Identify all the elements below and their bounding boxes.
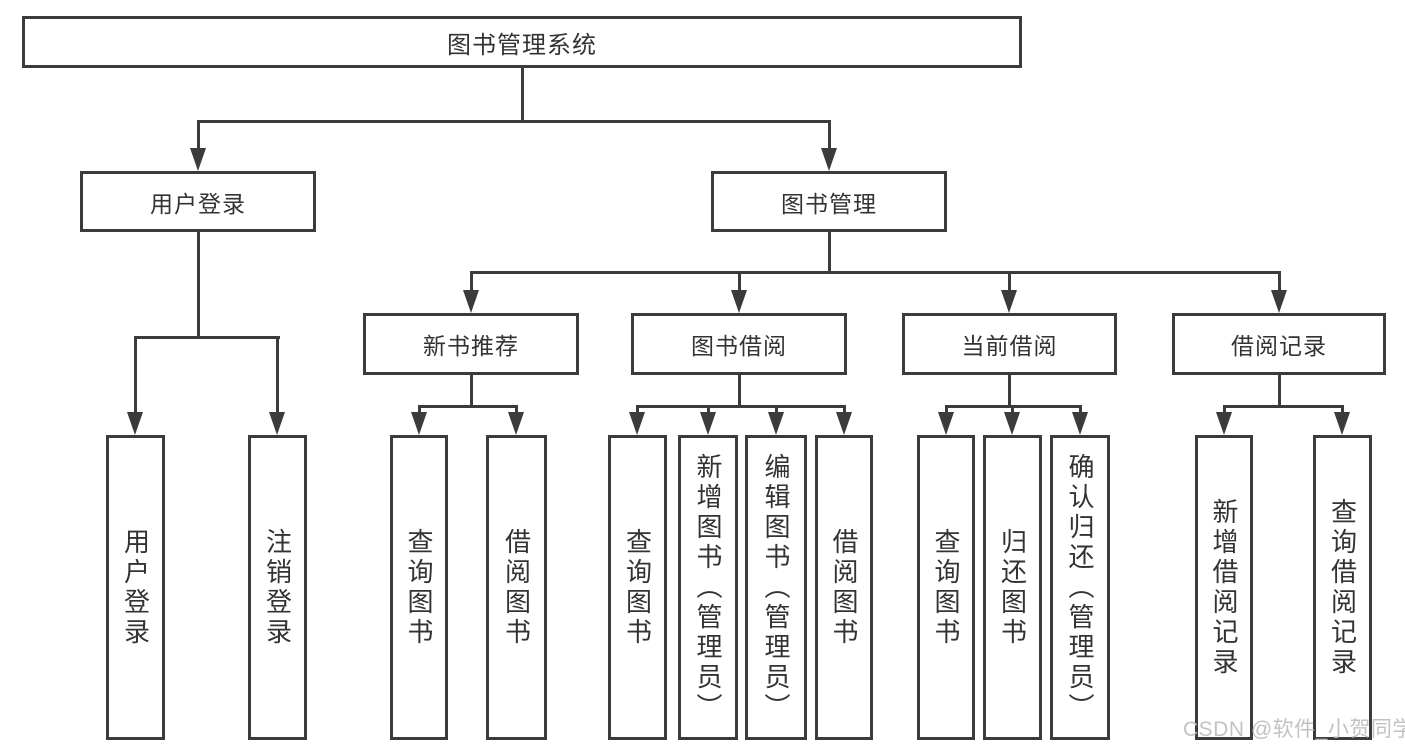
- connector-mgmt-hline: [470, 271, 1281, 274]
- connector-mgmt-stub-1: [470, 271, 473, 293]
- arrow-down-icon: [938, 412, 954, 435]
- connector-cb-stub-2: [1011, 405, 1014, 415]
- arrow-down-icon: [629, 412, 645, 435]
- node-current-borrowing: 当前借阅: [902, 313, 1117, 375]
- connector-root-vline: [521, 68, 524, 123]
- vnode-label: 注销登录: [262, 527, 293, 648]
- node-borrowing-records: 借阅记录: [1172, 313, 1386, 375]
- node-book-borrowing: 图书借阅: [631, 313, 847, 375]
- vnode-nb-query-books: 查询图书: [390, 435, 448, 740]
- arrow-down-icon: [731, 290, 747, 313]
- connector-br-stub-1: [1223, 405, 1226, 415]
- arrow-down-icon: [1271, 290, 1287, 313]
- vnode-bb-query-books: 查询图书: [608, 435, 667, 740]
- connector-bb-stub-2: [707, 405, 710, 415]
- connector-root-hline: [197, 120, 831, 123]
- connector-mgmt-vline: [828, 232, 831, 274]
- vnode-cb-return-books: 归还图书: [983, 435, 1042, 740]
- connector-cb-stub-1: [945, 405, 948, 415]
- connector-mgmt-stub-3: [1008, 271, 1011, 293]
- connector-nb-hline: [418, 405, 518, 408]
- arrow-down-icon: [1072, 412, 1088, 435]
- vnode-label: 确认归还（管理员）: [1065, 452, 1095, 723]
- vnode-br-query-record: 查询借阅记录: [1313, 435, 1372, 740]
- vnode-label: 查询图书: [622, 527, 653, 648]
- vnode-label: 查询图书: [931, 527, 961, 648]
- connector-cb-stub-3: [1079, 405, 1082, 415]
- connector-bb-hline: [636, 405, 845, 408]
- node-library-management-system: 图书管理系统: [22, 16, 1022, 68]
- connector-br-stub-2: [1341, 405, 1344, 415]
- connector-bb-stub-1: [636, 405, 639, 415]
- arrow-down-icon: [700, 412, 716, 435]
- vnode-br-add-record: 新增借阅记录: [1195, 435, 1253, 740]
- connector-cb-vline: [1008, 375, 1011, 408]
- vnode-logout: 注销登录: [248, 435, 307, 740]
- connector-root-stub-right: [828, 120, 831, 150]
- connector-bb-vline: [738, 375, 741, 408]
- connector-user-vline: [197, 232, 200, 339]
- connector-mgmt-stub-4: [1278, 271, 1281, 293]
- node-book-management-branch: 图书管理: [711, 171, 947, 232]
- vnode-label: 借阅图书: [829, 527, 859, 648]
- vnode-label: 查询图书: [404, 527, 434, 648]
- arrow-down-icon: [836, 412, 852, 435]
- vnode-label: 归还图书: [997, 527, 1028, 648]
- vnode-cb-query-books: 查询图书: [917, 435, 975, 740]
- vnode-label: 新增借阅记录: [1209, 497, 1239, 678]
- arrow-down-icon: [411, 412, 427, 435]
- connector-br-hline: [1223, 405, 1343, 408]
- arrow-down-icon: [1334, 412, 1350, 435]
- vnode-bb-add-books-admin: 新增图书（管理员）: [678, 435, 738, 740]
- vnode-bb-borrow-books: 借阅图书: [815, 435, 873, 740]
- csdn-watermark: CSDN @软件_小贺同学: [1183, 718, 1405, 741]
- connector-user-stub-left: [134, 336, 137, 414]
- vnode-label: 查询借阅记录: [1327, 497, 1358, 678]
- node-new-book-recommendation: 新书推荐: [363, 313, 579, 375]
- vnode-bb-edit-books-admin: 编辑图书（管理员）: [745, 435, 807, 740]
- arrow-down-icon: [190, 148, 206, 171]
- connector-root-stub-left: [197, 120, 200, 150]
- vnode-label: 编辑图书（管理员）: [761, 452, 791, 723]
- vnode-nb-borrow-books: 借阅图书: [486, 435, 547, 740]
- vnode-user-login: 用户登录: [106, 435, 165, 740]
- arrow-down-icon: [768, 412, 784, 435]
- node-user-login-branch: 用户登录: [80, 171, 316, 232]
- connector-nb-stub-1: [418, 405, 421, 415]
- connector-bb-stub-3: [775, 405, 778, 415]
- connector-user-stub-right: [276, 336, 279, 414]
- arrow-down-icon: [508, 412, 524, 435]
- vnode-label: 新增图书（管理员）: [693, 452, 723, 723]
- connector-nb-stub-2: [515, 405, 518, 415]
- arrow-down-icon: [269, 412, 285, 435]
- vnode-label: 用户登录: [120, 527, 151, 648]
- connector-bb-stub-4: [843, 405, 846, 415]
- arrow-down-icon: [1216, 412, 1232, 435]
- arrow-down-icon: [463, 290, 479, 313]
- connector-user-hline: [134, 336, 280, 339]
- arrow-down-icon: [1001, 290, 1017, 313]
- arrow-down-icon: [127, 412, 143, 435]
- connector-nb-vline: [470, 375, 473, 408]
- arrow-down-icon: [1004, 412, 1020, 435]
- connector-br-vline: [1278, 375, 1281, 408]
- arrow-down-icon: [821, 148, 837, 171]
- connector-mgmt-stub-2: [738, 271, 741, 293]
- vnode-cb-confirm-return-admin: 确认归还（管理员）: [1050, 435, 1110, 740]
- vnode-label: 借阅图书: [501, 527, 532, 648]
